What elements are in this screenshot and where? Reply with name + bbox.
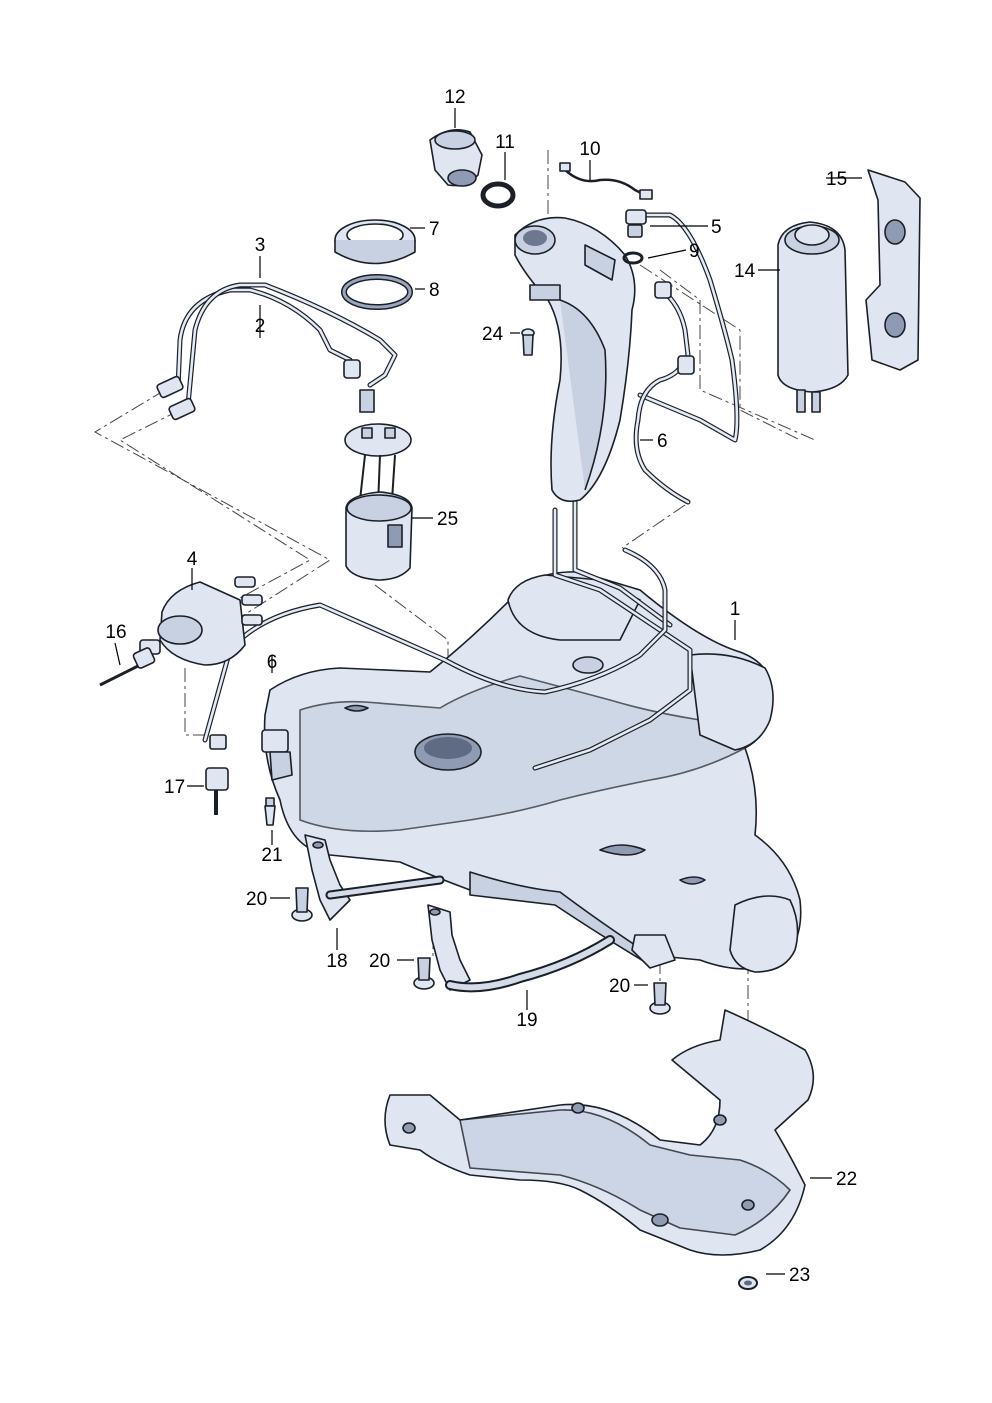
label-11: 11 [495, 132, 515, 153]
label-2: 2 [255, 316, 266, 337]
label-20-c: 20 [609, 976, 630, 997]
label-12: 12 [444, 87, 465, 108]
connector-17[interactable] [205, 734, 229, 815]
carbon-canister[interactable] [777, 221, 849, 413]
label-7: 7 [429, 219, 440, 240]
fuel-pump-unit[interactable] [344, 389, 413, 581]
screw-21[interactable] [264, 797, 276, 826]
bolt-20-b[interactable] [413, 957, 435, 990]
label-23: 23 [789, 1265, 810, 1286]
screw-24[interactable] [521, 328, 535, 356]
bolt-20-c[interactable] [649, 982, 671, 1015]
bolt-20-a[interactable] [291, 887, 313, 922]
seal-ring[interactable] [341, 274, 413, 310]
canister-bracket[interactable] [865, 169, 921, 371]
filler-neck[interactable] [514, 216, 636, 503]
tank-connector[interactable] [261, 729, 293, 781]
label-5: 5 [711, 217, 722, 238]
label-24: 24 [482, 324, 504, 345]
callout-labels: 12 11 10 5 9 7 8 3 2 24 15 14 6 25 4 16 … [105, 87, 857, 1286]
locking-ring[interactable] [334, 219, 416, 265]
fuel-filter[interactable] [139, 576, 263, 666]
label-8: 8 [429, 280, 440, 301]
label-6-lower: 6 [267, 652, 278, 673]
vent-line[interactable] [625, 209, 740, 443]
label-9: 9 [689, 241, 700, 262]
nut-23[interactable] [738, 1276, 758, 1290]
label-17: 17 [164, 777, 185, 798]
sensor-wire[interactable] [559, 162, 653, 200]
heat-shield[interactable] [384, 1009, 815, 1256]
tank-fuel-lines[interactable] [202, 497, 693, 771]
label-3: 3 [255, 235, 266, 256]
label-19: 19 [516, 1010, 537, 1031]
label-20-b: 20 [369, 951, 390, 972]
label-16: 16 [105, 622, 126, 643]
label-14: 14 [734, 261, 756, 282]
label-25: 25 [437, 509, 458, 530]
o-ring[interactable] [480, 181, 516, 209]
vent-line-6[interactable] [633, 281, 695, 505]
leader-lines [114, 108, 862, 1275]
tank-mount-bracket[interactable] [631, 934, 676, 969]
label-22: 22 [836, 1169, 857, 1190]
label-10: 10 [579, 139, 600, 160]
strap-19[interactable] [427, 904, 615, 993]
strap-18[interactable] [304, 834, 445, 921]
filler-cap[interactable] [429, 129, 483, 187]
label-20-a: 20 [246, 889, 267, 910]
connector-16[interactable] [99, 647, 156, 687]
fuel-tank[interactable] [263, 571, 802, 973]
label-15: 15 [826, 169, 847, 190]
fuel-lines-2-3[interactable] [156, 282, 398, 421]
valve-seal[interactable] [622, 251, 644, 265]
label-1: 1 [730, 599, 741, 620]
label-6-upper: 6 [657, 431, 668, 452]
label-4: 4 [187, 549, 198, 570]
label-18: 18 [326, 951, 347, 972]
label-21: 21 [261, 845, 282, 866]
